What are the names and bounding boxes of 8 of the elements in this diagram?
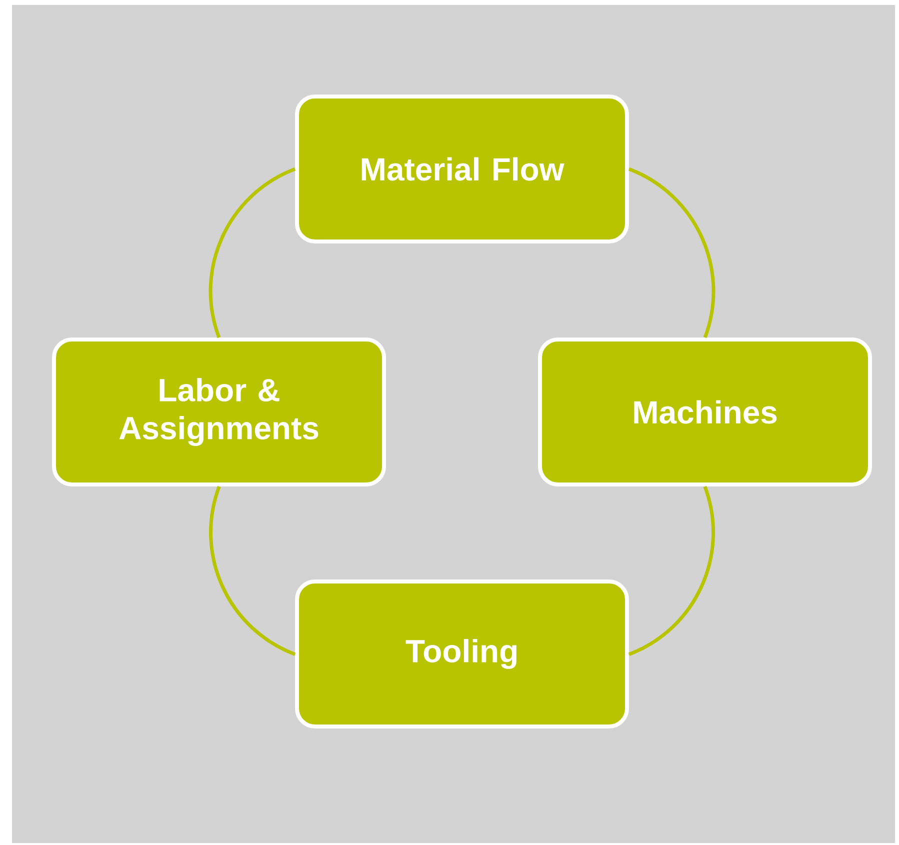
process-box: Labor & Assignments — [52, 337, 386, 486]
process-box: Machines — [538, 337, 872, 486]
connector-arc — [628, 167, 716, 338]
process-box: Material Flow — [295, 94, 629, 244]
connector-arc — [208, 167, 296, 338]
connector-arc — [209, 486, 296, 656]
process-box: Tooling — [295, 579, 629, 728]
connector-arc — [628, 486, 715, 656]
